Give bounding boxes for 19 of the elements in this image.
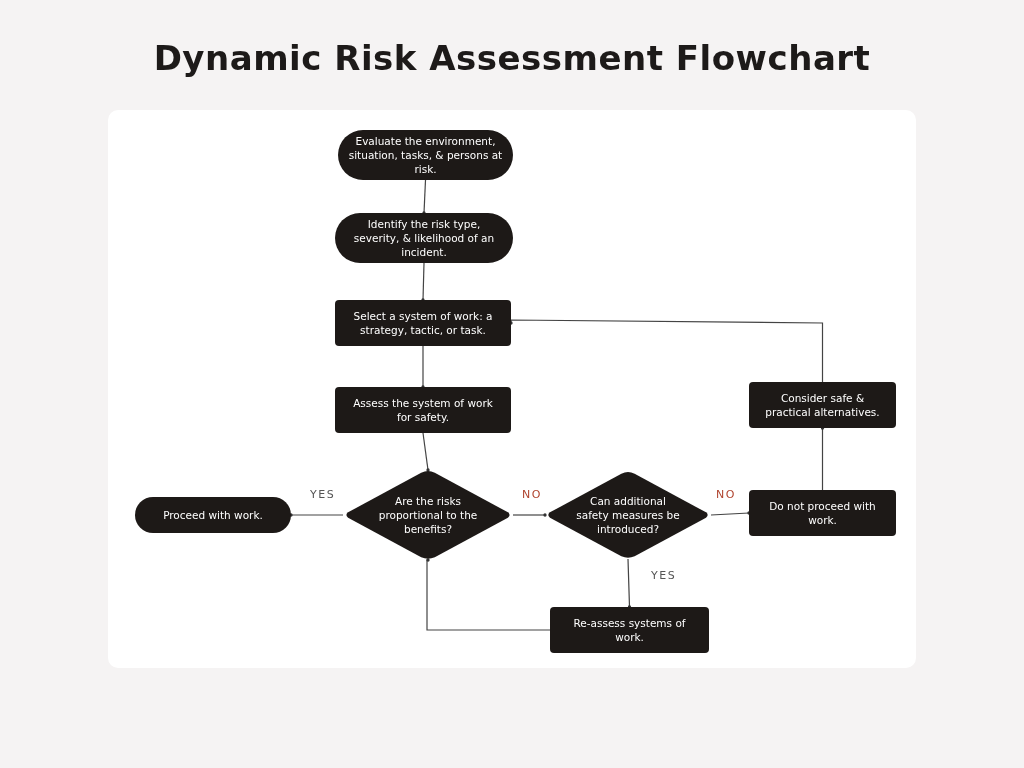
node-text: Assess the system of work for safety. <box>352 396 494 424</box>
node-text: Consider safe & practical alternatives. <box>764 391 881 419</box>
node-text: Select a system of work: a strategy, tactic, or task. <box>352 309 494 337</box>
process-box <box>749 382 896 428</box>
process-box <box>335 300 511 346</box>
title: Dynamic Risk Assessment Flowchart <box>152 38 872 78</box>
process-box <box>335 387 511 433</box>
terminal-pill <box>335 213 513 263</box>
node-text: Do not proceed with work. <box>768 499 877 527</box>
process-box <box>749 490 896 536</box>
node-text: Evaluate the environment, situation, tasks, & persons at risk. <box>347 134 504 176</box>
node-text: Are the risks proportional to the benefits? <box>377 494 479 536</box>
node-text: Re-assess systems of work. <box>572 616 687 644</box>
terminal-pill <box>338 130 513 180</box>
node-text: Proceed with work. <box>162 508 264 522</box>
terminal-pill <box>135 497 291 533</box>
node-text: Can additional safety measures be introduced? <box>575 494 681 536</box>
node-text: Identify the risk type, severity, & likelihood of an incident. <box>352 217 496 259</box>
process-box <box>550 607 709 653</box>
